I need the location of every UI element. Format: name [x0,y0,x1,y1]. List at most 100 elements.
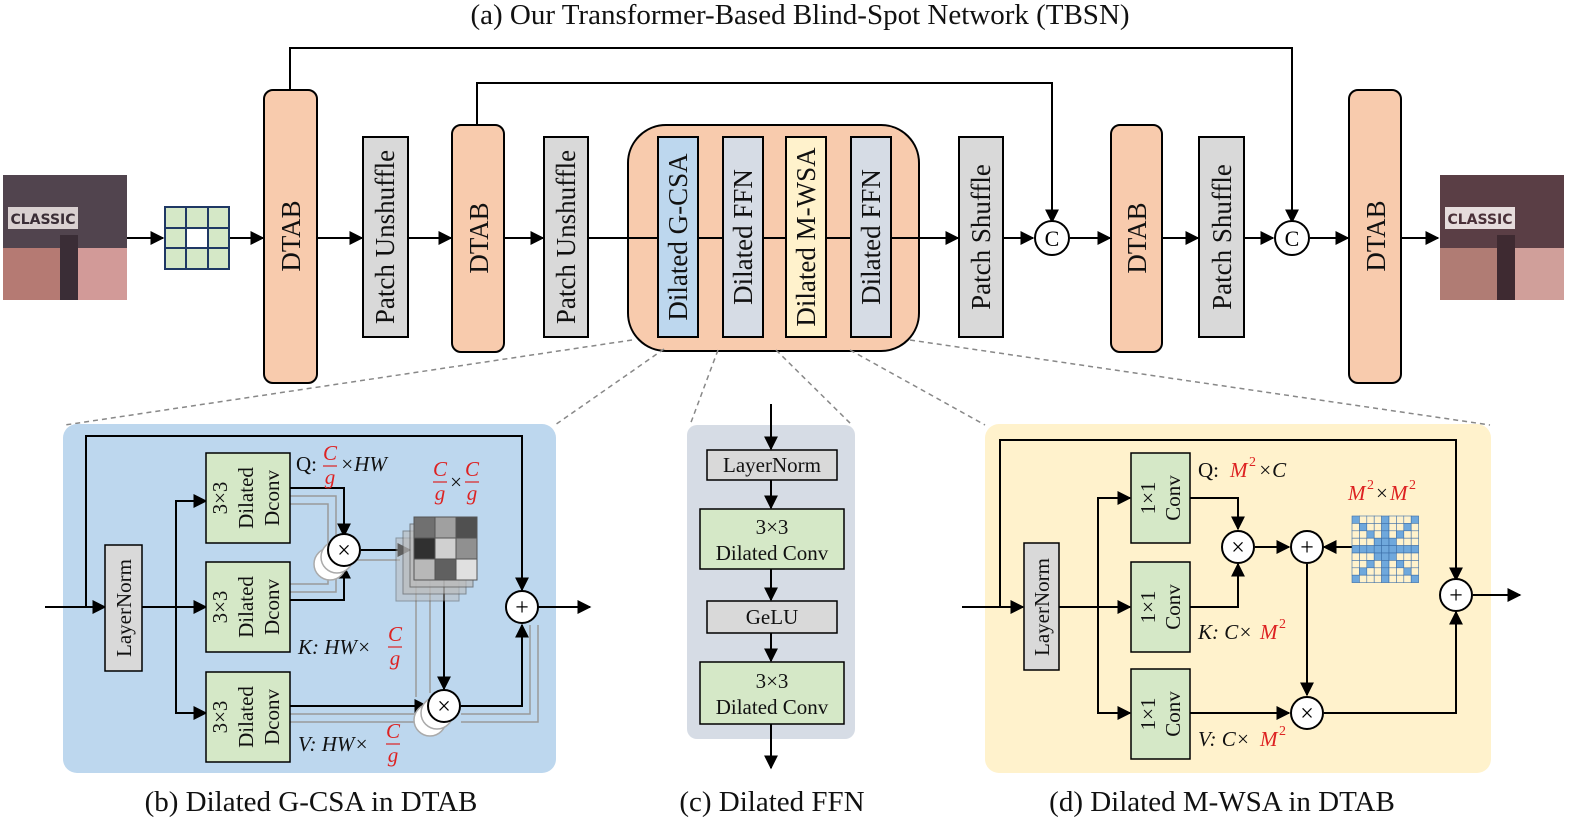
mwsa-layernorm: LayerNorm [1023,542,1060,671]
skip-connections [289,47,1299,224]
svg-text:C: C [386,719,401,743]
gcsa-qk-multiply: × [313,533,361,581]
svg-text:M: M [1259,727,1279,751]
dtab-block-3: DTAB [1110,124,1163,353]
mwsa-q-label: Q: M 2 ×C [1198,455,1287,482]
svg-text:Q:: Q: [1198,458,1219,482]
svg-text:Patch Shuffle: Patch Shuffle [1207,164,1237,310]
svg-text:2: 2 [1367,478,1374,493]
svg-text:×: × [1231,535,1245,561]
zoom-guide-lines [64,339,1491,426]
gcsa-panel [63,424,556,773]
svg-text:Dilated Conv: Dilated Conv [716,695,829,719]
gcsa-attn-size-label: C g × C g [433,457,480,505]
gcsa-q-conv: 3×3 Dilated Dconv [205,452,291,544]
ffn-layernorm: LayerNorm [706,449,838,481]
dtab-block-2: DTAB [451,124,505,353]
svg-text:Patch Shuffle: Patch Shuffle [966,164,996,310]
dtab-container [627,124,920,352]
svg-text:V: C×: V: C× [1198,727,1250,751]
gcsa-v-conv: 3×3 Dilated Dconv [205,671,291,763]
dilated-ffn-block-2: Dilated FFN [850,136,892,338]
svg-text:+: + [1449,583,1463,609]
gcsa-attention-map [395,516,478,602]
svg-text:Dconv: Dconv [260,689,284,745]
svg-text:Dilated FFN: Dilated FFN [728,169,758,305]
concat-node-1: C [1034,220,1070,256]
svg-text:g: g [325,465,336,489]
dilated-gcsa-block: Dilated G-CSA [657,136,699,338]
svg-text:Dilated: Dilated [234,467,258,529]
svg-text:2: 2 [1279,724,1286,739]
ffn-dilated-conv-1: 3×3 Dilated Conv [699,508,845,570]
gcsa-attn-v-multiply: × [413,689,461,737]
concat-node-2: C [1274,220,1310,256]
dtab-block-4: DTAB [1348,89,1402,384]
svg-text:M: M [1389,481,1409,505]
ffn-dilated-conv-2: 3×3 Dilated Conv [699,661,845,725]
svg-text:×C: ×C [1258,458,1287,482]
patch-shuffle-block-2: Patch Shuffle [1198,136,1245,338]
mwsa-attn-v-multiply: × [1290,696,1324,730]
gcsa-q-label: Q: C g ×HW [296,441,389,489]
svg-text:×: × [1376,481,1388,505]
svg-text:Conv: Conv [1161,584,1185,630]
svg-text:Dilated M-WSA: Dilated M-WSA [791,147,821,327]
svg-text:C: C [323,441,338,465]
mwsa-caption: (d) Dilated M-WSA in DTAB [1049,786,1395,818]
svg-text:DTAB: DTAB [464,202,494,273]
main-caption: (a) Our Transformer-Based Blind-Spot Net… [470,0,1129,31]
svg-text:1×1: 1×1 [1136,482,1160,515]
svg-text:×: × [337,538,351,564]
noisy-input-image: CLASSIC [3,175,127,300]
svg-text:2: 2 [1409,478,1416,493]
svg-text:LayerNorm: LayerNorm [723,453,821,477]
dilated-ffn-block-1: Dilated FFN [722,136,764,338]
gcsa-v-label: V: HW× C g [298,719,401,767]
svg-text:+: + [515,595,529,621]
ffn-gelu: GeLU [706,600,838,634]
svg-text:3×3: 3×3 [756,515,789,539]
clean-image-text: CLASSIC [1447,212,1512,228]
gcsa-k-conv: 3×3 Dilated Dconv [205,561,291,653]
gcsa-arrows [45,435,592,720]
svg-text:GeLU: GeLU [746,605,798,629]
ffn-caption: (c) Dilated FFN [679,786,864,818]
svg-text:C: C [1045,226,1060,251]
gcsa-layernorm: LayerNorm [104,544,143,672]
svg-text:LayerNorm: LayerNorm [1030,558,1054,656]
svg-text:3×3: 3×3 [208,482,232,515]
svg-text:Dilated: Dilated [234,686,258,748]
gcsa-k-label: K: HW× C g [297,622,403,670]
svg-text:Conv: Conv [1161,691,1185,737]
svg-text:DTAB: DTAB [1361,200,1391,271]
svg-text:K: HW×: K: HW× [297,635,371,659]
svg-text:×: × [1300,701,1314,727]
svg-text:1×1: 1×1 [1136,591,1160,624]
svg-text:DTAB: DTAB [1122,202,1152,273]
patch-unshuffle-block-2: Patch Unshuffle [543,136,589,338]
patch-shuffle-block-1: Patch Shuffle [958,136,1004,338]
blind-spot-kernel-icon [164,206,230,270]
svg-text:1×1: 1×1 [1136,698,1160,731]
mwsa-mask-size-label: M 2 × M 2 [1347,478,1416,505]
svg-text:Dconv: Dconv [260,579,284,635]
svg-text:g: g [388,743,399,767]
patch-unshuffle-block-1: Patch Unshuffle [362,136,409,338]
mwsa-k-label: K: C× M 2 [1197,617,1286,644]
svg-text:K: C×: K: C× [1197,620,1252,644]
svg-text:C: C [465,457,480,481]
mwsa-v-label: V: C× M 2 [1198,724,1286,751]
noisy-image-text: CLASSIC [10,212,75,228]
clean-output-image: CLASSIC [1440,175,1564,300]
svg-text:2: 2 [1249,455,1256,470]
svg-text:Patch Unshuffle: Patch Unshuffle [551,150,581,324]
svg-text:2: 2 [1279,617,1286,632]
mwsa-qk-multiply: × [1221,530,1255,564]
svg-text:g: g [467,481,478,505]
svg-text:Dilated FFN: Dilated FFN [856,169,886,305]
svg-text:+: + [1300,535,1314,561]
mwsa-v-conv: 1×1 Conv [1130,668,1191,760]
svg-text:g: g [390,646,401,670]
